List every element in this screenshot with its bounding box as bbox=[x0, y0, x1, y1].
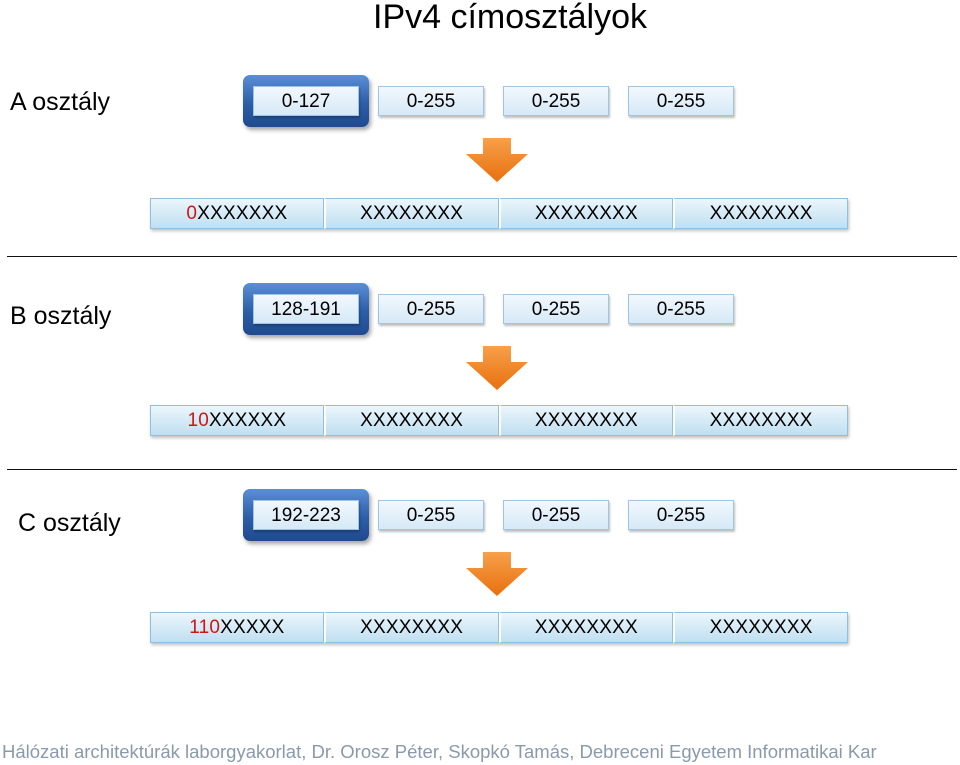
class-c-octet-4: 0-255 bbox=[628, 500, 734, 530]
footer-text: Hálózati architektúrák laborgyakorlat, D… bbox=[2, 741, 877, 762]
class-c-bits-octet-3: XXXXXXXX bbox=[498, 612, 674, 643]
class-a-bit-pattern: 0XXXXXXX XXXXXXXX XXXXXXXX XXXXXXXX bbox=[150, 198, 848, 229]
class-c-bits-1-rest: XXXXX bbox=[220, 617, 285, 638]
class-c-prefix-bits: 110 bbox=[189, 617, 221, 638]
class-b-bits-1-rest: XXXXXX bbox=[209, 410, 287, 431]
class-a-bits-octet-1: 0XXXXXXX bbox=[150, 198, 324, 229]
class-a-octet-2: 0-255 bbox=[378, 86, 484, 116]
class-b-label: B osztály bbox=[10, 302, 112, 330]
down-arrow-icon bbox=[466, 138, 528, 182]
class-c-label: C osztály bbox=[18, 509, 121, 537]
class-a-prefix-bits: 0 bbox=[186, 203, 198, 224]
class-b-bits-octet-4: XXXXXXXX bbox=[673, 405, 848, 436]
class-a-bits-octet-4: XXXXXXXX bbox=[673, 198, 848, 229]
class-b-prefix-bits: 10 bbox=[187, 410, 210, 431]
down-arrow-icon bbox=[466, 346, 528, 390]
class-a-label: A osztály bbox=[10, 88, 111, 116]
down-arrow-icon bbox=[466, 552, 528, 596]
class-c-octet-1: 192-223 bbox=[253, 500, 359, 530]
class-a-bits-1-rest: XXXXXXX bbox=[197, 203, 288, 224]
page-title: IPv4 címosztályok bbox=[373, 0, 647, 36]
class-b-bits-octet-2: XXXXXXXX bbox=[323, 405, 499, 436]
class-b-octet-4: 0-255 bbox=[628, 294, 734, 324]
class-c-octet-3: 0-255 bbox=[503, 500, 609, 530]
class-b-octet-2: 0-255 bbox=[378, 294, 484, 324]
class-a-octet-4: 0-255 bbox=[628, 86, 734, 116]
class-b-octet-1: 128-191 bbox=[253, 294, 359, 324]
class-c-bits-octet-4: XXXXXXXX bbox=[673, 612, 848, 643]
class-c-bit-pattern: 110XXXXX XXXXXXXX XXXXXXXX XXXXXXXX bbox=[150, 612, 848, 643]
class-a-octet-1: 0-127 bbox=[253, 86, 359, 116]
class-a-bits-octet-2: XXXXXXXX bbox=[323, 198, 499, 229]
separator-line bbox=[7, 469, 957, 470]
class-b-octet-3: 0-255 bbox=[503, 294, 609, 324]
class-a-octet-3: 0-255 bbox=[503, 86, 609, 116]
class-b-bit-pattern: 10XXXXXX XXXXXXXX XXXXXXXX XXXXXXXX bbox=[150, 405, 848, 436]
class-c-octet-2: 0-255 bbox=[378, 500, 484, 530]
class-b-bits-octet-1: 10XXXXXX bbox=[150, 405, 324, 436]
class-c-bits-octet-1: 110XXXXX bbox=[150, 612, 324, 643]
class-a-bits-octet-3: XXXXXXXX bbox=[498, 198, 674, 229]
separator-line bbox=[7, 256, 957, 257]
class-c-bits-octet-2: XXXXXXXX bbox=[323, 612, 499, 643]
class-b-bits-octet-3: XXXXXXXX bbox=[498, 405, 674, 436]
